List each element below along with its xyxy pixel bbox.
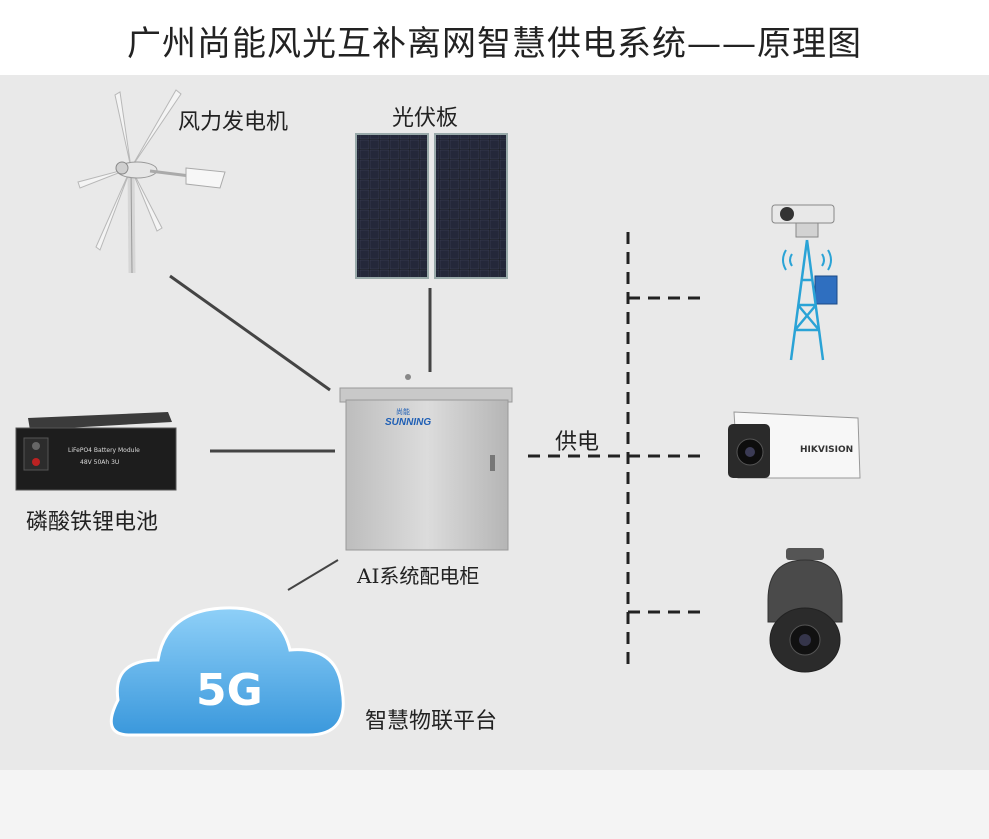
wind-turbine-icon [77, 89, 226, 274]
battery-label: 磷酸铁锂电池 [26, 510, 159, 535]
footer-band [0, 770, 989, 839]
battery-spec-text: 48V 50Ah 3U [80, 459, 119, 466]
cabinet-brand-cn: 尚能 [396, 407, 410, 416]
wind-turbine-label: 风力发电机 [178, 110, 289, 135]
5g-cloud-icon: 5G [109, 606, 345, 737]
5g-badge-text: 5G [196, 665, 263, 716]
solar-panel-label: 光伏板 [392, 106, 459, 131]
cloud-platform-label: 智慧物联平台 [365, 709, 498, 734]
battery-icon: LiFePO4 Battery Module 48V 50Ah 3U [15, 412, 177, 491]
distribution-cabinet-icon: SUNNING 尚能 [339, 374, 513, 551]
page-title: 广州尚能风光互补离网智慧供电系统——原理图 [127, 24, 862, 64]
wind-to-cabinet-line [169, 274, 331, 392]
power-connections [169, 274, 432, 591]
cabinet-label: AI系统配电柜 [357, 564, 480, 588]
solar-panel-icon [355, 133, 508, 279]
title-bar: 广州尚能风光互补离网智慧供电系统——原理图 [0, 0, 989, 75]
monitoring-tower-icon [771, 204, 838, 361]
cabinet-to-cloud-line [287, 559, 339, 591]
supply-label: 供电 [555, 430, 600, 455]
supply-bus [528, 232, 700, 668]
cabinet-brand-logo: SUNNING [385, 417, 431, 428]
battery-panel-text: LiFePO4 Battery Module [68, 447, 140, 454]
bullet-camera-icon: HIKVISION [728, 411, 861, 479]
camera-brand-text: HIKVISION [800, 445, 853, 455]
ptz-dome-camera-icon [767, 548, 843, 673]
